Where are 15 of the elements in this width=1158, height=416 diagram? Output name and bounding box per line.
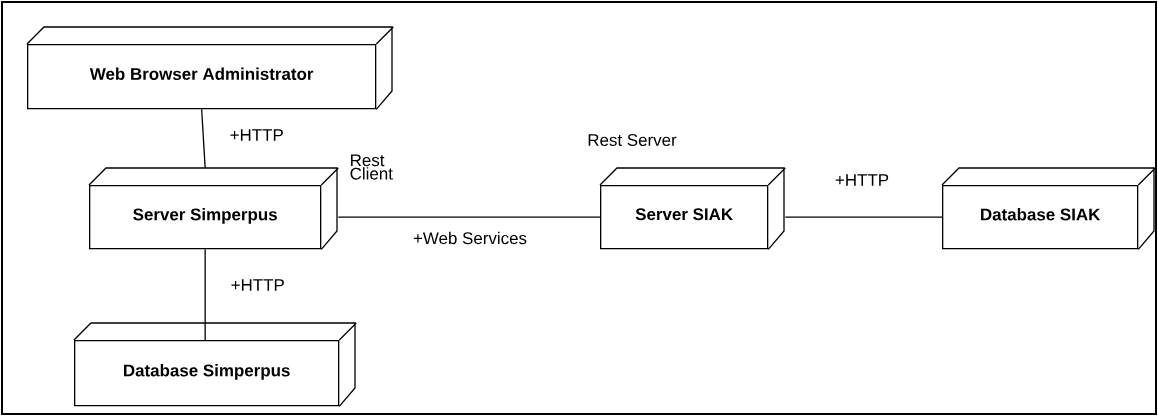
node-box: Database Simperpus [73, 322, 357, 407]
connector-line [204, 248, 206, 341]
role-label: Rest Client [350, 154, 393, 180]
node-box: Web Browser Administrator [26, 26, 394, 110]
connector-line [337, 216, 601, 218]
edge-label: +HTTP [229, 278, 286, 292]
edge-label: +HTTP [228, 128, 285, 142]
node-box: Database SIAK [941, 167, 1156, 250]
edge-label: +Web Services [412, 230, 529, 246]
role-label: Rest Server [588, 134, 677, 146]
connector-line [201, 108, 206, 169]
node-box: Server SIAK [599, 167, 786, 250]
edge-label: +HTTP [833, 173, 891, 187]
connector-line [784, 216, 943, 218]
node-box: Server Simperpus [88, 167, 339, 250]
